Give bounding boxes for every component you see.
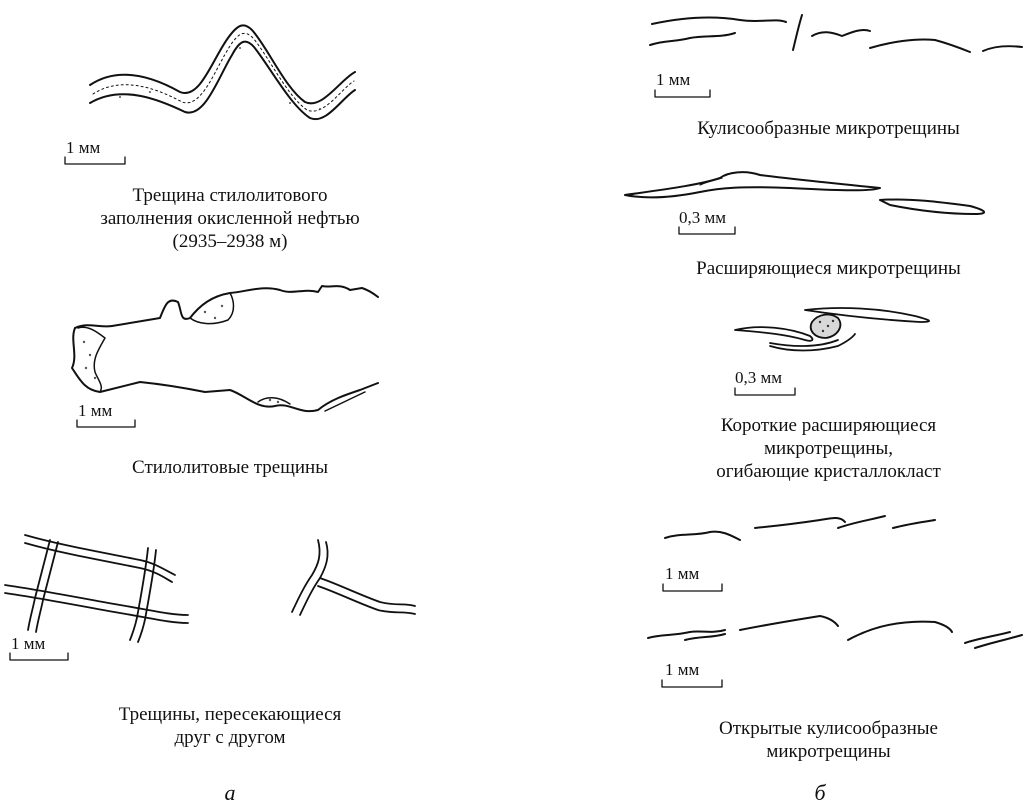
caption-widening-microcracks: Расширяющиеся микротрещины: [630, 257, 1027, 280]
scale-bar: [662, 680, 722, 687]
scale-label: 1 мм: [656, 71, 690, 89]
scale-label: 1 мм: [665, 565, 699, 583]
scale-label: 1 мм: [78, 402, 112, 420]
scale-label: 1 мм: [66, 139, 100, 157]
caption-line: Расширяющиеся микротрещины: [630, 257, 1027, 280]
caption-line: (2935–2938 м): [40, 230, 420, 253]
caption-line: Кулисообразные микротрещины: [630, 117, 1027, 140]
caption-line: Трещина стилолитового: [40, 184, 420, 207]
caption-line: Короткие расширяющиеся: [630, 414, 1027, 437]
caption-en-echelon-microcracks: Кулисообразные микротрещины: [630, 117, 1027, 140]
caption-line: огибающие кристаллокласт: [630, 460, 1027, 483]
caption-line: микротрещины: [630, 740, 1027, 763]
stylolite-cracks-drawing: [72, 286, 378, 411]
scale-bar: [65, 157, 125, 164]
intersecting-cracks-drawing: [5, 535, 415, 642]
caption-line: Открытые кулисообразные: [630, 717, 1027, 740]
scale-bar: [655, 90, 710, 97]
scale-label: 0,3 мм: [679, 209, 726, 227]
scale-label: 1 мм: [11, 635, 45, 653]
caption-line: Стилолитовые трещины: [40, 456, 420, 479]
scale-bar: [77, 420, 135, 427]
open-en-echelon-microcracks-drawing: [648, 616, 1022, 648]
en-echelon-microcracks-row4-drawing: [665, 516, 935, 540]
caption-stylolite-filled-crack: Трещина стилолитового заполнения окислен…: [40, 184, 420, 253]
caption-short-widening-microcracks: Короткие расширяющиеся микротрещины, оги…: [630, 414, 1027, 483]
caption-intersecting-cracks: Трещины, пересекающиеся друг с другом: [40, 703, 420, 749]
scale-bar: [735, 388, 795, 395]
caption-line: заполнения окисленной нефтью: [40, 207, 420, 230]
scale-label: 1 мм: [665, 661, 699, 679]
caption-stylolite-cracks: Стилолитовые трещины: [40, 456, 420, 479]
caption-line: Трещины, пересекающиеся: [40, 703, 420, 726]
scale-bar: [679, 227, 735, 234]
caption-open-en-echelon-microcracks: Открытые кулисообразные микротрещины: [630, 717, 1027, 763]
caption-line: друг с другом: [40, 726, 420, 749]
panel-label-a: а: [210, 780, 250, 806]
panel-label-b: б: [800, 780, 840, 806]
stylolite-filled-crack-drawing: [90, 25, 355, 119]
scale-bar: [663, 584, 722, 591]
scale-bar: [10, 653, 68, 660]
caption-line: микротрещины,: [630, 437, 1027, 460]
en-echelon-microcracks-drawing: [650, 15, 1022, 52]
scale-label: 0,3 мм: [735, 369, 782, 387]
short-widening-microcracks-drawing: [735, 308, 929, 351]
